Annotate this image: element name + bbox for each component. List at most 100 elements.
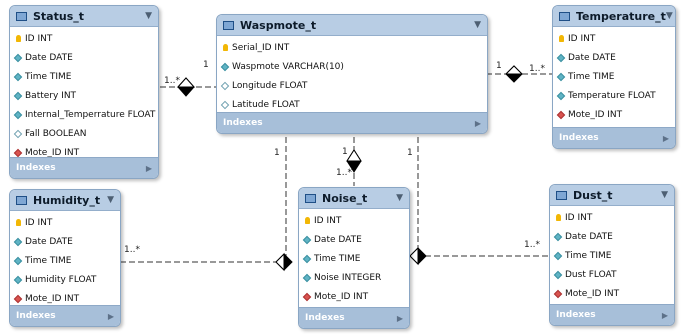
field-row[interactable]: Time TIME (299, 249, 409, 268)
table-icon (16, 11, 27, 21)
humidity-table-header[interactable]: Humidity_t ▼ (10, 190, 120, 211)
field-row[interactable]: Mote_ID INT (10, 289, 120, 308)
primary-key-icon (220, 44, 230, 51)
chevron-right-icon[interactable]: ▶ (661, 310, 668, 320)
dust-table-header[interactable]: Dust_t ▼ (550, 185, 674, 206)
chevron-right-icon[interactable]: ▶ (474, 118, 481, 128)
chevron-down-icon[interactable]: ▼ (474, 20, 481, 30)
field-row[interactable]: Serial_ID INT (217, 38, 487, 57)
noise-table-header[interactable]: Noise_t ▼ (299, 188, 409, 209)
field-row[interactable]: Battery INT (10, 86, 158, 105)
foreign-key-icon (13, 148, 23, 157)
table-title: Waspmote_t (240, 18, 317, 32)
field-row[interactable]: Time TIME (550, 246, 674, 265)
field-row[interactable]: Time TIME (553, 67, 675, 86)
column-icon (220, 62, 230, 71)
status-relation-marker (177, 77, 195, 97)
field-row[interactable]: Time TIME (10, 251, 120, 270)
humidity-table[interactable]: Humidity_t ▼ ID INT Date DATE Time TIME … (9, 189, 121, 327)
field-row[interactable]: Date DATE (10, 232, 120, 251)
field-row[interactable]: Dust FLOAT (550, 265, 674, 284)
chevron-down-icon[interactable]: ▼ (145, 11, 152, 21)
column-icon (302, 235, 312, 244)
foreign-key-icon (302, 292, 312, 301)
column-icon (13, 256, 23, 265)
indexes-label: Indexes (16, 311, 56, 321)
field-row[interactable]: Internal_Temperrature FLOAT (10, 105, 158, 124)
field-row[interactable]: Mote_ID INT (299, 287, 409, 306)
humidity-relation-marker (275, 253, 293, 271)
indexes-section[interactable]: Indexes ▶ (553, 127, 675, 148)
table-icon (223, 20, 234, 30)
field-row[interactable]: ID INT (10, 29, 158, 48)
column-icon (13, 53, 23, 62)
table-icon (305, 193, 316, 203)
chevron-right-icon[interactable]: ▶ (107, 311, 114, 321)
field-row[interactable]: Date DATE (10, 48, 158, 67)
field-row[interactable]: ID INT (553, 29, 675, 48)
cardinality-many-label: 1..* (124, 245, 140, 255)
chevron-right-icon[interactable]: ▶ (662, 133, 669, 143)
field-row[interactable]: Time TIME (10, 67, 158, 86)
chevron-down-icon[interactable]: ▼ (107, 195, 114, 205)
field-row[interactable]: ID INT (10, 213, 120, 232)
table-title: Noise_t (322, 191, 368, 205)
field-row[interactable]: Noise INTEGER (299, 268, 409, 287)
dust-relation-marker (409, 247, 427, 265)
field-row[interactable]: Latitude FLOAT (217, 95, 487, 114)
temperature-table-header[interactable]: Temperature_t ▼ (553, 6, 675, 27)
indexes-section[interactable]: Indexes ▶ (550, 304, 674, 325)
indexes-label: Indexes (16, 163, 56, 173)
table-title: Status_t (33, 9, 84, 23)
field-row[interactable]: Fall BOOLEAN (10, 124, 158, 143)
field-row[interactable]: Mote_ID INT (550, 284, 674, 303)
field-row[interactable]: Date DATE (553, 48, 675, 67)
temperature-table[interactable]: Temperature_t ▼ ID INT Date DATE Time TI… (552, 5, 676, 149)
cardinality-many-label: 1..* (529, 64, 545, 74)
noise-table[interactable]: Noise_t ▼ ID INT Date DATE Time TIME Noi… (298, 187, 410, 329)
column-icon (553, 251, 563, 260)
indexes-section[interactable]: Indexes ▶ (299, 307, 409, 328)
field-row[interactable]: Date DATE (550, 227, 674, 246)
waspmote-table-header[interactable]: Waspmote_t ▼ (217, 15, 487, 36)
chevron-right-icon[interactable]: ▶ (396, 313, 403, 323)
field-row[interactable]: Mote_ID INT (10, 143, 158, 162)
primary-key-icon (553, 214, 563, 221)
field-row[interactable]: Longitude FLOAT (217, 76, 487, 95)
chevron-right-icon[interactable]: ▶ (145, 163, 152, 173)
indexes-section[interactable]: Indexes ▶ (10, 157, 158, 178)
chevron-down-icon[interactable]: ▼ (665, 11, 673, 21)
table-title: Dust_t (573, 188, 613, 202)
field-row[interactable]: Date DATE (299, 230, 409, 249)
cardinality-one-label: 1 (274, 148, 280, 158)
indexes-label: Indexes (223, 118, 263, 128)
indexes-section[interactable]: Indexes ▶ (10, 305, 120, 326)
field-row[interactable]: Mote_ID INT (553, 105, 675, 124)
column-icon (302, 273, 312, 282)
column-icon (13, 237, 23, 246)
primary-key-icon (556, 35, 566, 42)
field-row[interactable]: ID INT (299, 211, 409, 230)
waspmote-table[interactable]: Waspmote_t ▼ Serial_ID INT Waspmote VARC… (216, 14, 488, 134)
chevron-down-icon[interactable]: ▼ (661, 190, 668, 200)
field-row[interactable]: Humidity FLOAT (10, 270, 120, 289)
cardinality-many-label: 1..* (524, 240, 540, 250)
chevron-down-icon[interactable]: ▼ (396, 193, 403, 203)
cardinality-one-label: 1 (407, 148, 413, 158)
dust-table[interactable]: Dust_t ▼ ID INT Date DATE Time TIME Dust… (549, 184, 675, 326)
field-row[interactable]: Waspmote VARCHAR(10) (217, 57, 487, 76)
column-icon (556, 53, 566, 62)
status-table-header[interactable]: Status_t ▼ (10, 6, 158, 27)
column-icon (553, 232, 563, 241)
status-table[interactable]: Status_t ▼ ID INT Date DATE Time TIME Ba… (9, 5, 159, 179)
field-row[interactable]: ID INT (550, 208, 674, 227)
field-row[interactable]: Temperature FLOAT (553, 86, 675, 105)
foreign-key-icon (553, 289, 563, 298)
column-icon (13, 91, 23, 100)
foreign-key-icon (13, 294, 23, 303)
cardinality-many-label: 1..* (336, 168, 352, 178)
indexes-section[interactable]: Indexes ▶ (217, 112, 487, 133)
indexes-label: Indexes (556, 310, 596, 320)
column-icon (13, 275, 23, 284)
